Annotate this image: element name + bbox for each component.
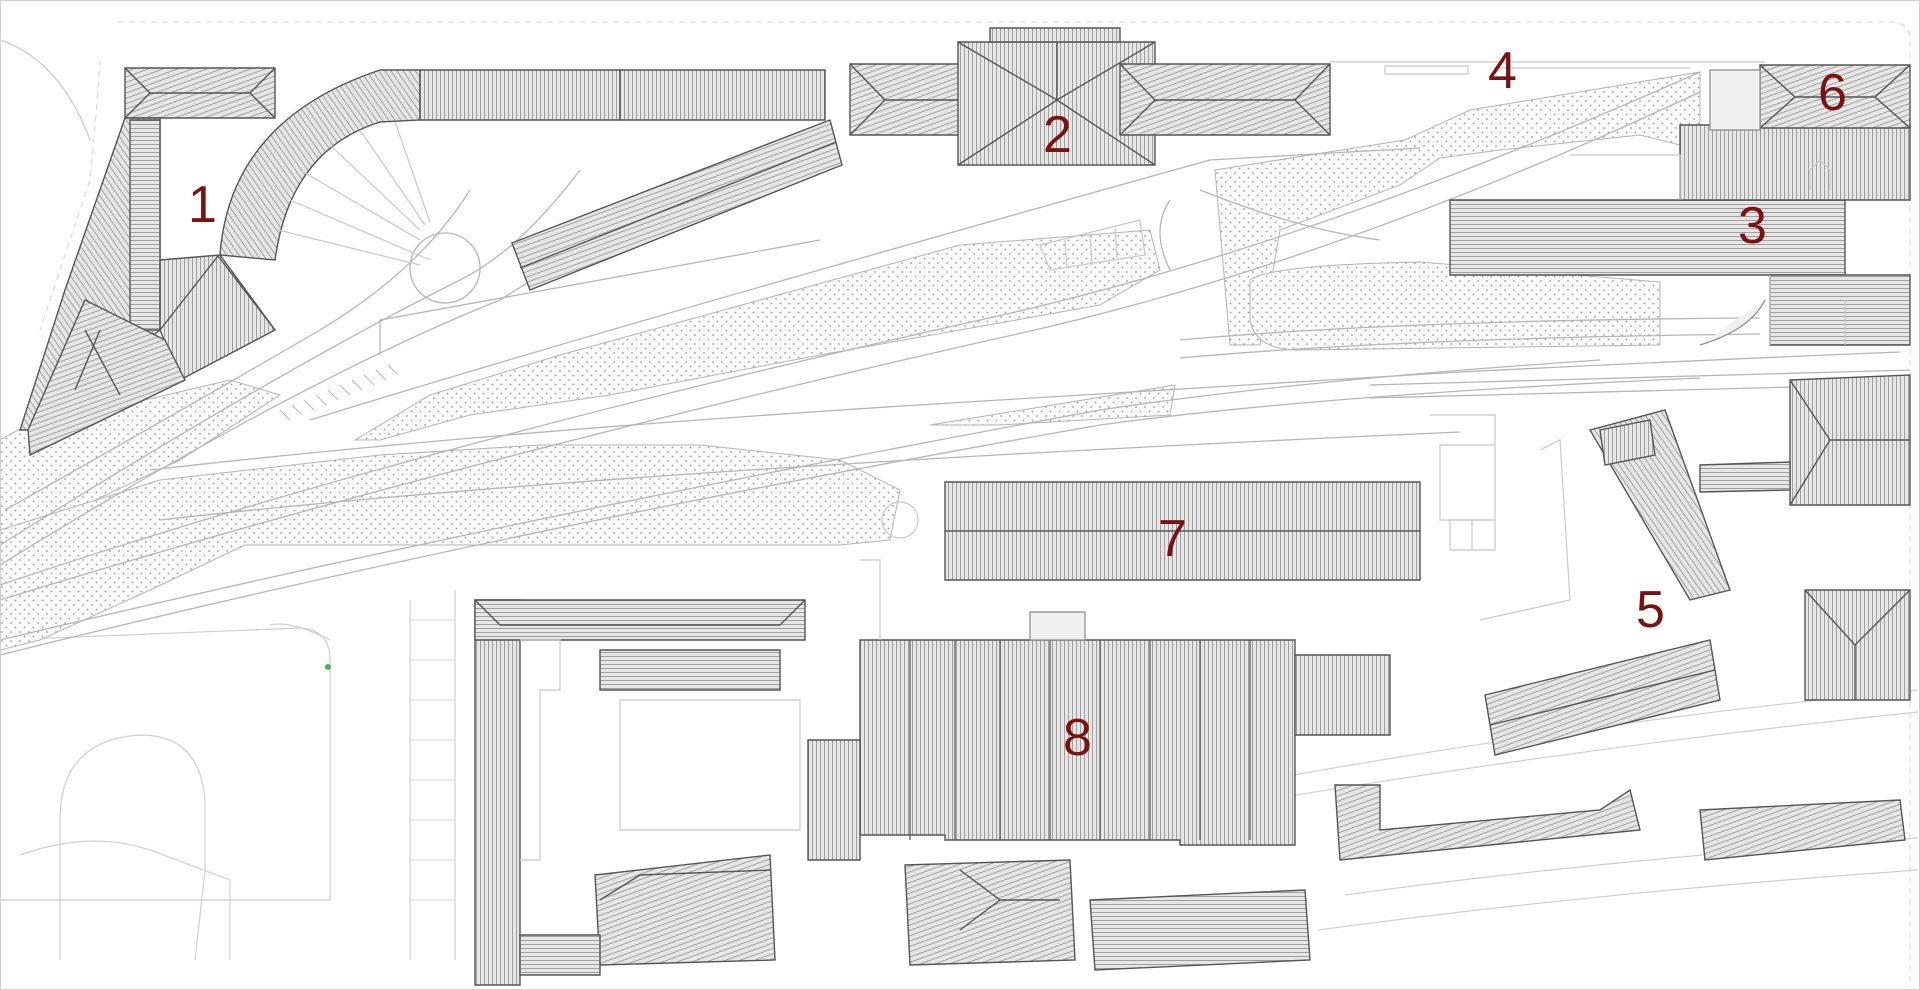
building-2[interactable] — [511, 27, 1331, 291]
green-strips — [0, 71, 1701, 651]
street-block-left — [0, 590, 456, 961]
building-8[interactable] — [474, 559, 1391, 986]
building-4[interactable] — [1384, 65, 1690, 75]
building-label-1: 1 — [188, 176, 217, 234]
building-label-3: 3 — [1738, 197, 1767, 255]
platform-structures — [881, 219, 1571, 621]
building-label-5: 5 — [1636, 581, 1665, 639]
building-label-8: 8 — [1063, 709, 1092, 767]
building-1[interactable] — [19, 67, 826, 457]
building-7[interactable] — [944, 481, 1421, 581]
building-5[interactable] — [1334, 299, 1911, 861]
building-label-4: 4 — [1488, 42, 1517, 100]
building-3[interactable] — [1449, 124, 1911, 346]
building-label-2: 2 — [1043, 106, 1072, 164]
building-label-6: 6 — [1818, 64, 1847, 122]
building-labels: 1 2 3 4 5 6 7 8 — [188, 42, 1847, 767]
building-6[interactable] — [1709, 64, 1911, 131]
building-label-7: 7 — [1158, 510, 1187, 568]
